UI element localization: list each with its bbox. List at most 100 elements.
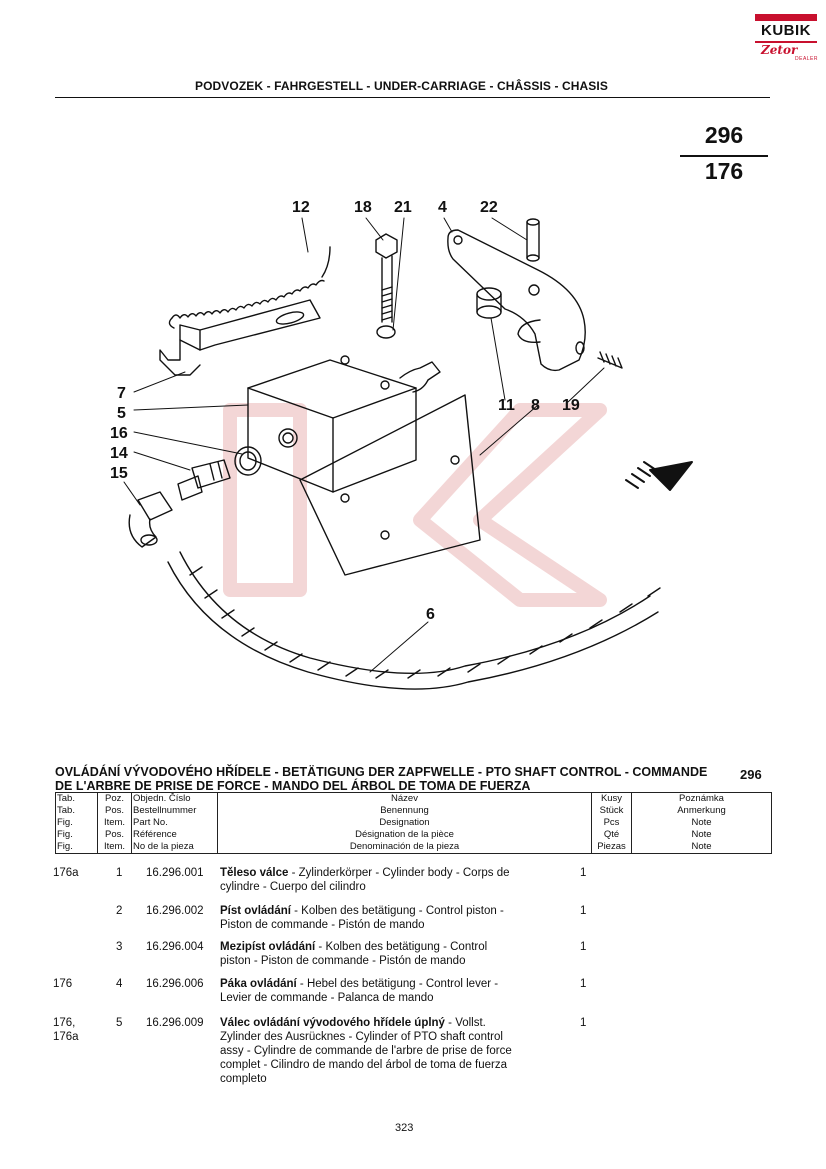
screw-part-19	[597, 351, 623, 369]
callout-8: 8	[531, 397, 540, 414]
parts-column-header: Tab. Tab. Fig. Fig. Fig. Poz. Pos. Item.…	[55, 792, 772, 854]
column-qty-line: Kusy	[600, 793, 623, 804]
figure-number-top: 296	[704, 122, 744, 148]
elbow-part-15	[128, 491, 173, 548]
row-name-line: complet - Cilindro de mando del árbol de…	[220, 1059, 508, 1071]
column-name-line: Designation	[379, 817, 430, 828]
column-tab-line: Fig.	[57, 829, 73, 840]
row-name-bold: Mezipíst ovládání	[220, 941, 316, 953]
row-tab-line: 176,	[53, 1017, 76, 1029]
callout-4: 4	[438, 199, 447, 216]
column-part-line: Référence	[133, 829, 177, 840]
section-title-line-2: DE L'ARBRE DE PRISE DE FORCE - MANDO DEL…	[55, 779, 531, 793]
spring-part-12	[168, 246, 331, 329]
column-tab-line: Fig.	[57, 841, 73, 852]
column-qty-line: Qté	[603, 829, 620, 840]
row-name-line: - Vollst.	[444, 1017, 486, 1029]
column-part-line: Bestellnummer	[133, 805, 197, 816]
row-name-line: - Hebel des betätigung - Control lever -	[296, 978, 499, 990]
seal-part-16	[234, 446, 262, 476]
column-name-line: Název	[391, 793, 418, 804]
column-pos-line: Poz.	[104, 793, 124, 804]
column-pos-line: Pos.	[104, 805, 124, 816]
row-name-bold: Píst ovládání	[220, 905, 291, 917]
cylinder-body-part-5	[247, 355, 441, 493]
section-title-line-1: OVLÁDÁNÍ VÝVODOVÉHO HŘÍDELE - BETÄTIGUNG…	[55, 765, 708, 779]
row-designation: Válec ovládání vývodového hřídele úplný …	[220, 1016, 560, 1086]
pin-part-22	[526, 218, 540, 262]
callout-19: 19	[562, 397, 580, 414]
row-name-line: Zylinder des Ausrücknes - Cylinder of PT…	[220, 1031, 503, 1043]
callout-14: 14	[110, 445, 128, 462]
column-tab-line: Fig.	[57, 817, 73, 828]
plate-part-8	[299, 394, 481, 576]
bushing-part-11	[476, 287, 502, 319]
lever-part-4	[447, 229, 586, 372]
row-tab-line: 176	[53, 978, 73, 990]
fitting-part-14	[177, 459, 231, 501]
logo-tag: DEALER	[795, 56, 819, 62]
column-note-line: Poznámka	[679, 793, 724, 804]
row-name-line: Piston de commande - Pistón de mando	[220, 919, 425, 931]
row-designation: Páka ovládání - Hebel des betätigung - C…	[220, 977, 560, 1005]
column-tab: Tab. Tab. Fig. Fig. Fig.	[55, 792, 98, 854]
row-quantity: 1	[580, 1017, 587, 1029]
row-tab-line: 176a	[53, 867, 79, 879]
row-name-bold: Těleso válce	[220, 867, 289, 879]
callout-12: 12	[292, 199, 310, 216]
column-name-line: Benennung	[380, 805, 429, 816]
row-name-bold: Páka ovládání	[220, 978, 297, 990]
row-pos: 4	[116, 978, 123, 990]
column-designation: Název Benennung Designation Désignation …	[217, 792, 592, 854]
row-name-line: Levier de commande - Palanca de mando	[220, 992, 434, 1004]
row-designation: Mezipíst ovládání - Kolben des betätigun…	[220, 940, 560, 968]
row-part-number: 16.296.001	[146, 867, 204, 879]
column-tab-line: Tab.	[57, 805, 75, 816]
header-rule	[55, 97, 770, 98]
column-part-number: Objedn. Číslo Bestellnummer Part No. Réf…	[131, 792, 218, 854]
section-number: 296	[740, 767, 762, 782]
row-name-line: - Kolben des betätigung - Control piston…	[290, 905, 504, 917]
washer-part-21	[376, 325, 396, 339]
row-pos: 2	[116, 905, 123, 917]
callout-22: 22	[480, 199, 498, 216]
row-part-number: 16.296.006	[146, 978, 204, 990]
watermark-shape	[223, 403, 607, 607]
row-tab: 176a	[53, 866, 103, 880]
exploded-parts-drawing: 12 18 21 4 22 7 5 16 14 15 11 8 19 6	[110, 199, 693, 690]
logo-sub: Zetor	[761, 43, 798, 57]
row-pos: 5	[116, 1017, 123, 1029]
column-quantity: Kusy Stück Pcs Qté Piezas	[591, 792, 632, 854]
bracket-part-7	[159, 299, 321, 376]
row-pos: 1	[116, 867, 123, 879]
row-tab-line: 176a	[53, 1031, 79, 1043]
row-tab: 176	[53, 977, 103, 991]
column-part-line: No de la pieza	[133, 841, 194, 852]
row-name-line: completo	[220, 1073, 267, 1085]
row-quantity: 1	[580, 867, 587, 879]
callout-7: 7	[117, 385, 126, 402]
direction-arrow-icon	[625, 461, 693, 491]
column-note-line: Note	[691, 841, 712, 852]
column-part-line: Part No.	[133, 817, 168, 828]
page-header-title: PODVOZEK - FAHRGESTELL - UNDER-CARRIAGE …	[195, 79, 608, 93]
column-pos-line: Item.	[103, 841, 126, 852]
row-part-number: 16.296.004	[146, 941, 204, 953]
row-name-line: piston - Piston de commande - Pistón de …	[220, 955, 466, 967]
bolt-part-18	[375, 233, 398, 323]
row-name-line: - Kolben des betätigung - Control	[315, 941, 488, 953]
callout-leader-lines	[123, 217, 605, 673]
row-name-line: cylindre - Cuerpo del cilindro	[220, 881, 366, 893]
column-tab-line: Tab.	[57, 793, 75, 804]
callout-15: 15	[110, 465, 128, 482]
callout-21: 21	[394, 199, 412, 216]
column-note-line: Note	[691, 817, 712, 828]
column-part-line: Objedn. Číslo	[133, 793, 191, 804]
column-note-line: Anmerkung	[677, 805, 726, 816]
row-name-line: - Zylinderkörper - Cylinder body - Corps…	[288, 867, 510, 879]
row-designation: Těleso válce - Zylinderkörper - Cylinder…	[220, 866, 560, 894]
column-name-line: Denominación de la pieza	[349, 841, 460, 852]
column-qty-line: Pcs	[603, 817, 620, 828]
row-quantity: 1	[580, 941, 587, 953]
row-pos: 3	[116, 941, 123, 953]
